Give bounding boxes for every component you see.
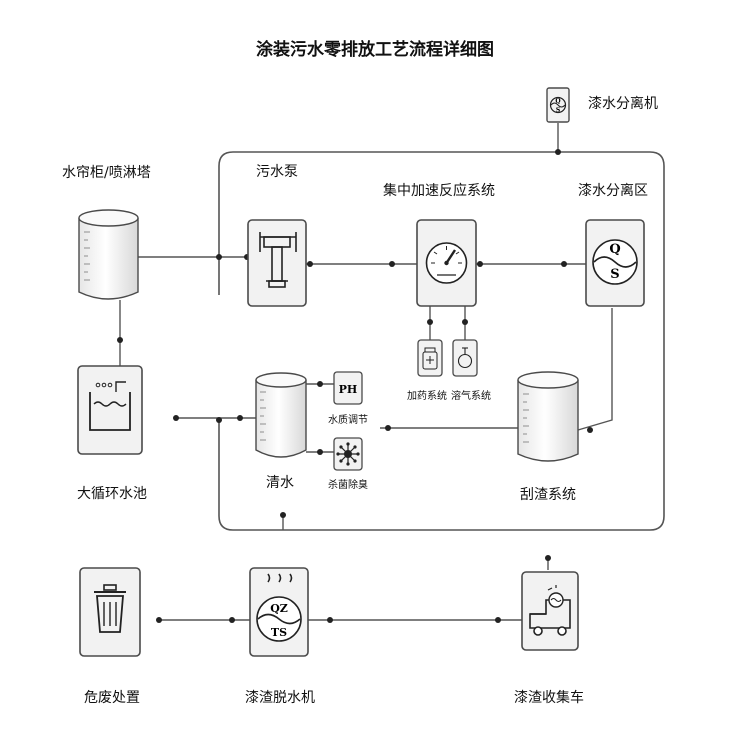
- label-separator-machine: 漆水分离机: [588, 96, 658, 112]
- dewater-qz-text: QZ: [270, 602, 288, 615]
- label-scraper-system: 刮渣系统: [520, 487, 576, 503]
- trash-bin-icon: [79, 567, 141, 657]
- ph-text: PH: [339, 383, 358, 396]
- label-separation-zone: 漆水分离区: [578, 183, 648, 199]
- dewatering-machine-icon: [249, 567, 309, 657]
- separation-s-letter: S: [610, 267, 619, 282]
- sterilize-icon: [333, 437, 363, 471]
- connection-dots: [117, 149, 593, 623]
- scraper-tank-icon: [517, 371, 579, 462]
- sewage-pump-icon: [247, 219, 307, 307]
- label-circulation-pool: 大循环水池: [77, 486, 147, 502]
- label-sewage-pump: 污水泵: [256, 164, 298, 180]
- process-loop-line: [218, 151, 665, 531]
- separator-q-letter: Q: [555, 98, 560, 105]
- label-dosing-system: 加药系统: [407, 391, 447, 402]
- separator-machine-icon: [546, 87, 570, 123]
- label-hazardous-disposal: 危废处置: [84, 690, 140, 706]
- separation-q-letter: Q: [609, 242, 620, 257]
- separator-s-letter: S: [556, 107, 560, 114]
- dissolved-air-icon: [452, 339, 478, 377]
- reaction-gauge-icon: [416, 219, 477, 307]
- label-dewatering-machine: 漆渣脱水机: [245, 690, 315, 706]
- label-water-curtain: 水帘柜/喷淋塔: [62, 165, 151, 181]
- dosing-system-icon: [417, 339, 443, 377]
- label-reaction-system: 集中加速反应系统: [383, 183, 495, 199]
- label-sterilize: 杀菌除臭: [328, 480, 368, 491]
- connector-lines: [119, 123, 613, 621]
- water-curtain-tank-icon: [78, 209, 139, 300]
- clear-water-tank-icon: [255, 372, 307, 458]
- ph-adjust-icon: [333, 371, 363, 405]
- diagram-title: 涂装污水零排放工艺流程详细图: [256, 40, 494, 60]
- separation-zone-icon: [585, 219, 645, 307]
- collection-truck-icon: [521, 571, 579, 651]
- dewater-ts-text: TS: [271, 626, 287, 639]
- label-dissolved-air: 溶气系统: [451, 391, 491, 402]
- label-ph-adjust: 水质调节: [328, 415, 368, 426]
- label-collection-truck: 漆渣收集车: [514, 690, 584, 706]
- circulation-pool-icon: [77, 365, 143, 455]
- label-clear-water: 清水: [266, 475, 294, 491]
